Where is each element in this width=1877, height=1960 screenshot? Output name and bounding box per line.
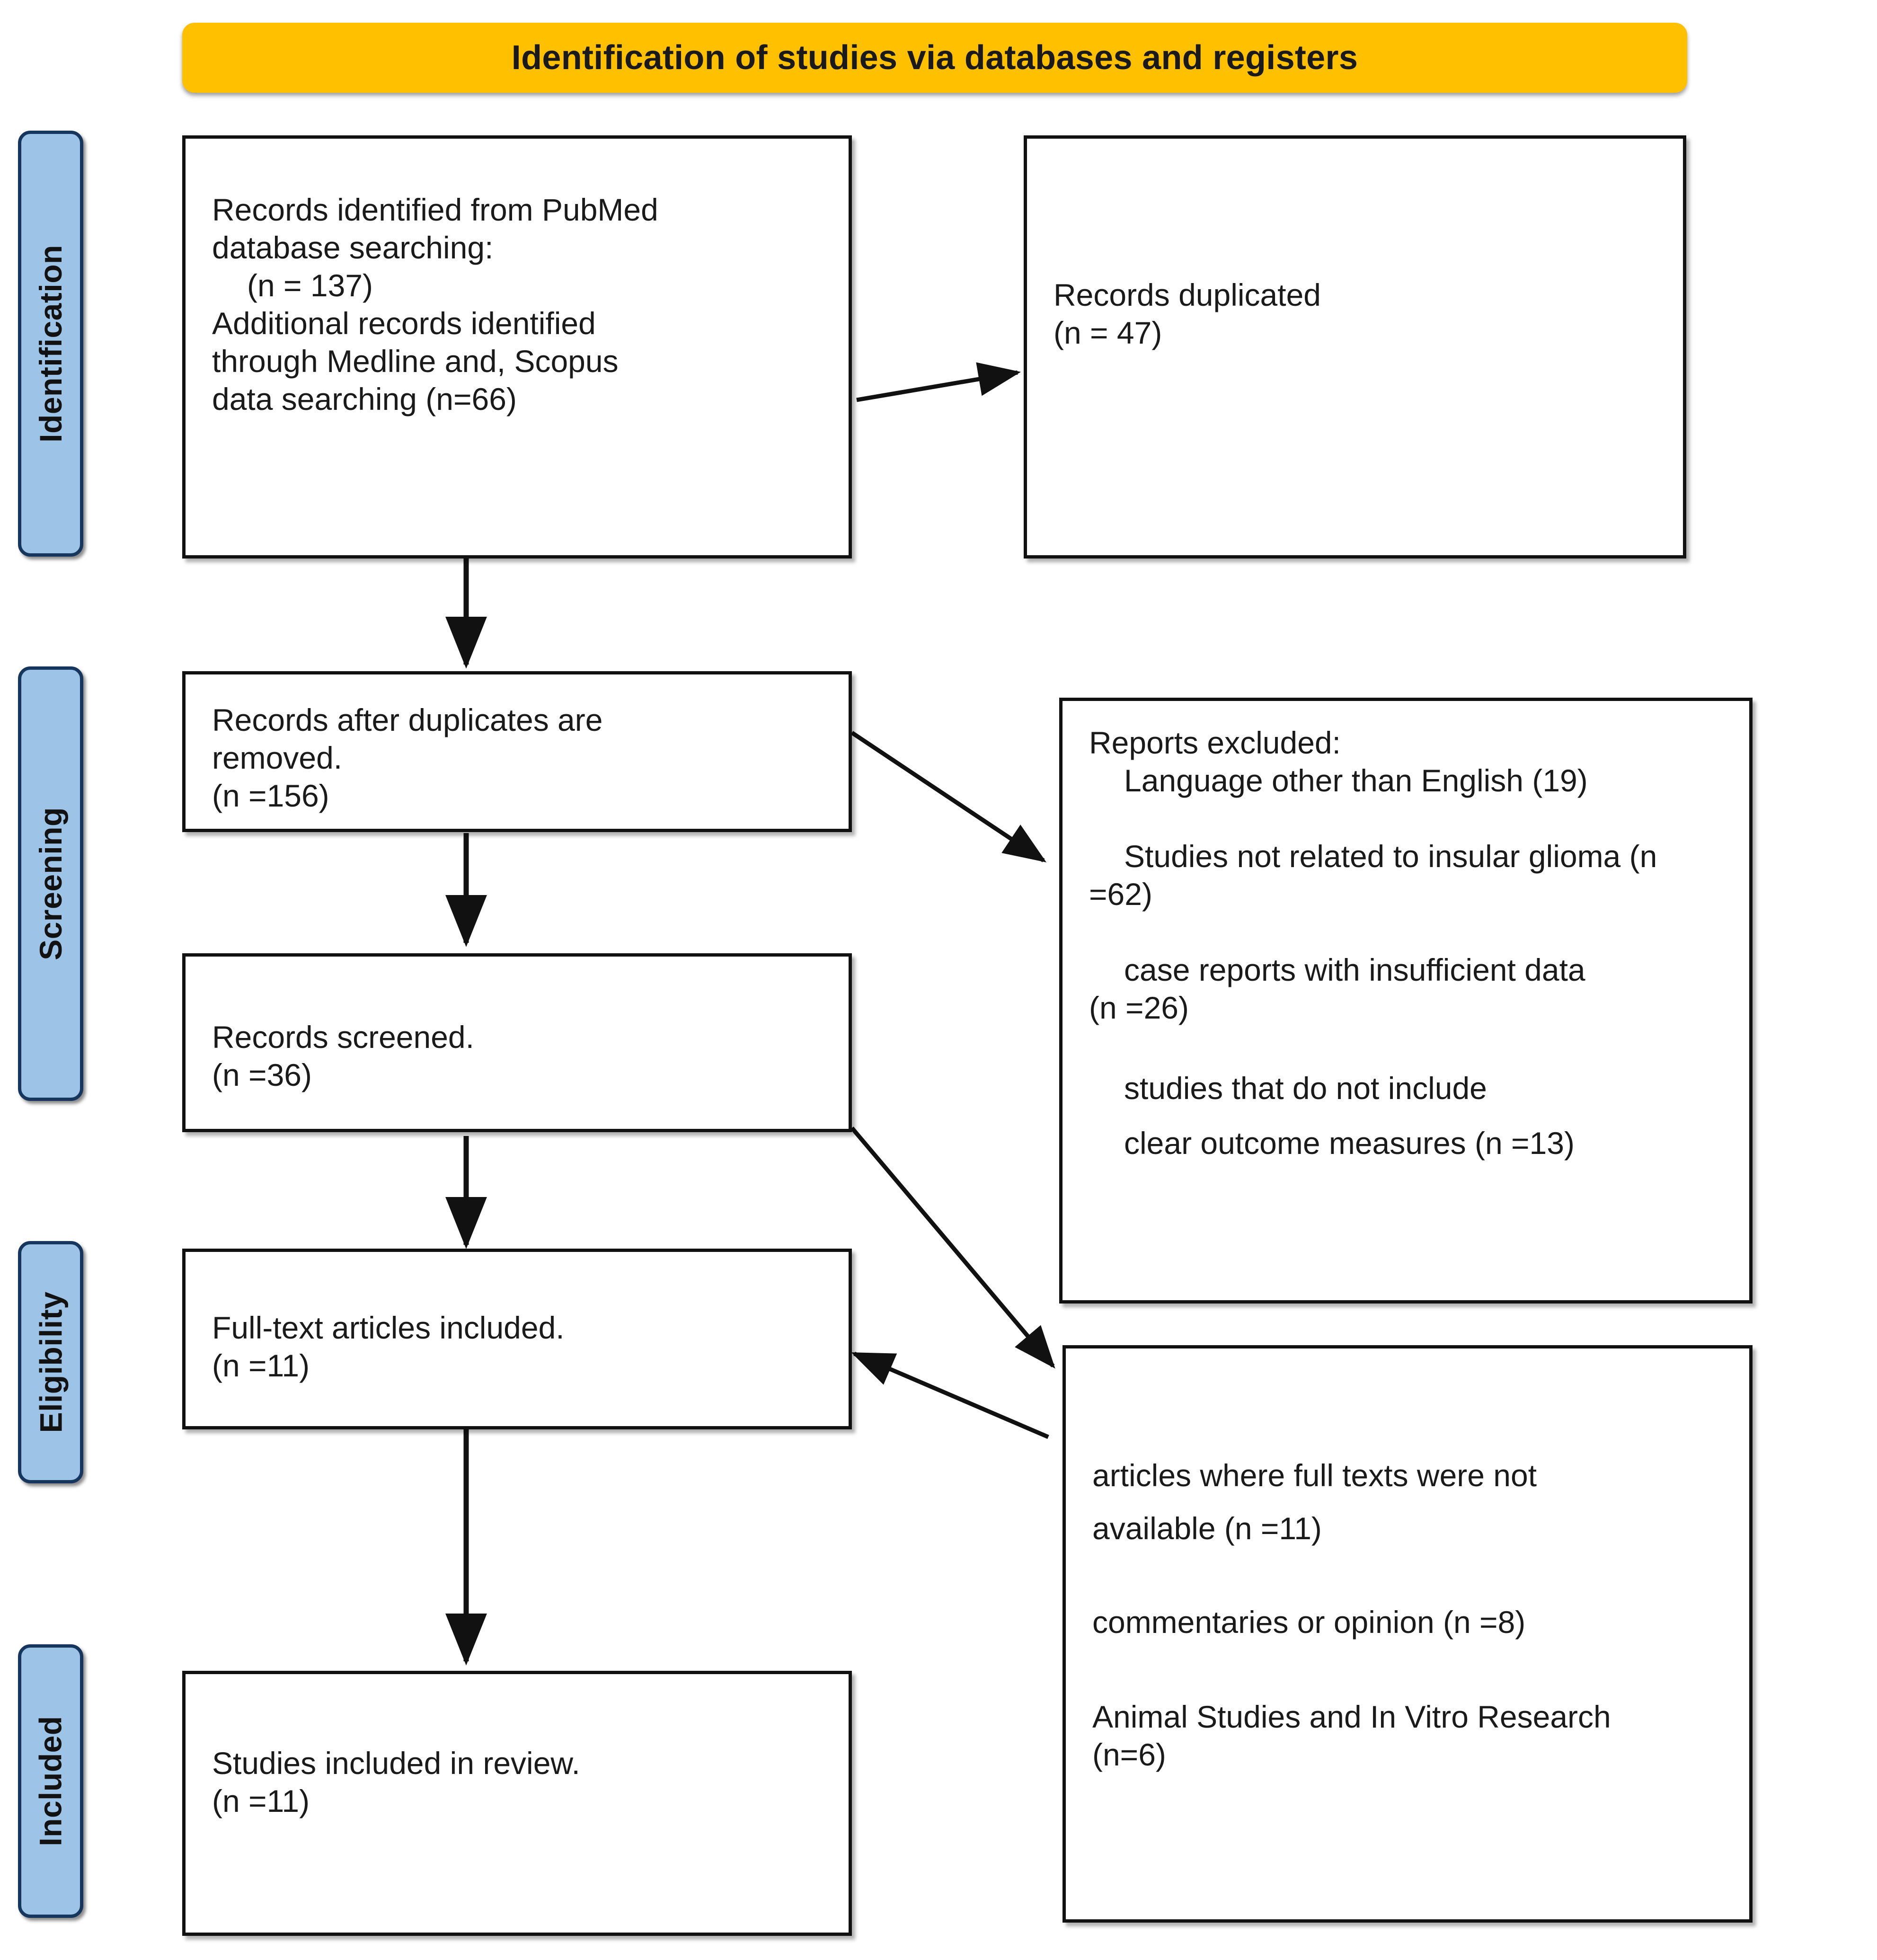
box-records-after-duplicates: Records after duplicates are removed. (n… [182,671,852,832]
records-after-duplicates-line2: removed. [212,740,343,775]
box-reports-excluded: Reports excluded: Language other than En… [1059,698,1753,1304]
records-identified-line5: through Medline and, Scopus [212,344,619,379]
box-records-screened: Records screened. (n =36) [182,953,852,1132]
stage-label-identification: Identification [33,245,69,443]
diagram-header-banner: Identification of studies via databases … [182,23,1687,93]
arrow-identified-to-duplicated [856,362,1021,402]
reports-excluded-item4: studies that do not include [1124,1071,1487,1106]
records-duplicated-count: (n = 47) [1054,315,1162,350]
arrow-screened-to-eligibility-excluded [850,1126,1055,1369]
records-identified-line2: database searching: [212,230,494,265]
box-eligibility-excluded: articles where full texts were not avail… [1062,1345,1753,1923]
stage-label-included: Included [33,1716,69,1846]
records-screened-count: (n =36) [212,1057,312,1092]
eligibility-excluded-item1b: available (n =11) [1092,1511,1322,1546]
stage-tab-identification: Identification [18,131,83,557]
eligibility-excluded-item1: articles where full texts were not [1092,1458,1537,1493]
eligibility-excluded-item3b: (n=6) [1092,1737,1166,1772]
reports-excluded-item4b: clear outcome measures (n =13) [1124,1126,1575,1161]
records-identified-line1: Records identified from PubMed [212,192,658,227]
reports-excluded-item3: case reports with insufficient data [1124,952,1585,987]
records-after-duplicates-line1: Records after duplicates are [212,702,603,737]
diagram-title: Identification of studies via databases … [511,39,1358,77]
reports-excluded-item2b: =62) [1089,877,1152,912]
reports-excluded-item2: Studies not related to insular glioma (n [1124,839,1657,874]
box-records-duplicated: Records duplicated (n = 47) [1024,135,1686,559]
records-duplicated-label: Records duplicated [1054,277,1321,312]
eligibility-excluded-item3: Animal Studies and In Vitro Research [1092,1699,1611,1734]
eligibility-excluded-item2: commentaries or opinion (n =8) [1092,1605,1526,1640]
studies-included-count: (n =11) [212,1783,310,1818]
arrow-eligibility-excluded-to-full-text [851,1351,1049,1439]
stage-tab-eligibility: Eligibility [18,1241,83,1483]
box-records-identified: Records identified from PubMed database … [182,135,852,559]
records-screened-label: Records screened. [212,1020,474,1055]
arrow-after-duplicates-to-reports-excluded [850,731,1046,862]
reports-excluded-item1: Language other than English (19) [1124,763,1588,798]
records-after-duplicates-count: (n =156) [212,778,329,813]
stage-label-screening: Screening [33,807,69,960]
stage-label-eligibility: Eligibility [33,1291,69,1433]
full-text-included-label: Full-text articles included. [212,1310,565,1345]
records-identified-count: (n = 137) [247,268,373,303]
records-identified-line4: Additional records identified [212,306,596,341]
studies-included-label: Studies included in review. [212,1746,580,1781]
box-full-text-included: Full-text articles included. (n =11) [182,1249,852,1429]
box-studies-included: Studies included in review. (n =11) [182,1671,852,1936]
reports-excluded-heading: Reports excluded: [1089,725,1341,760]
records-identified-line6: data searching (n=66) [212,381,517,417]
stage-tab-screening: Screening [18,666,83,1101]
stage-tab-included: Included [18,1644,83,1918]
reports-excluded-item3b: (n =26) [1089,990,1189,1025]
full-text-included-count: (n =11) [212,1348,310,1383]
